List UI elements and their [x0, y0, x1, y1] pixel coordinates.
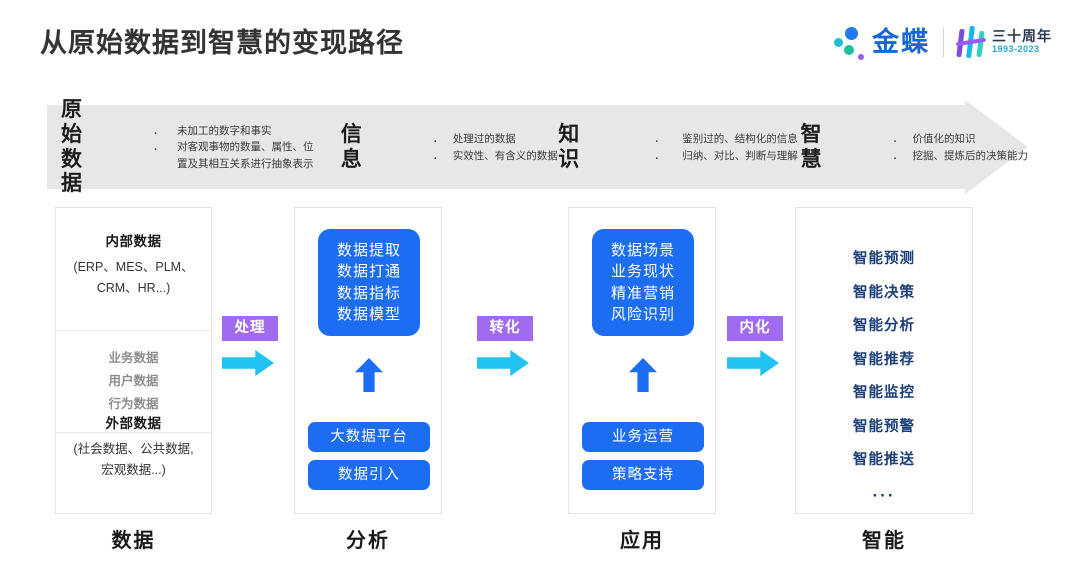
data-type-item: 业务数据 [108, 351, 159, 365]
bullet-item: 鉴别过的、结构化的信息 [644, 129, 798, 153]
column-intelligence-card [795, 207, 973, 514]
column-data-card: 内部数据 (ERP、MES、PLM、 CRM、HR...) 业务数据 用户数据 … [55, 207, 212, 514]
stage-raw-data: 原始 数据 未加工的数字和事实 对客观事物的数量、属性、位 置及其相互关系进行抽… [47, 97, 341, 196]
capability-item-ellipsis: ··· [872, 485, 896, 505]
column-label-intelligence: 智能 [862, 530, 906, 552]
logo-dot-purple-icon [858, 54, 864, 60]
capability-item: 智能监控 [853, 385, 915, 401]
capability-item: 智能决策 [853, 284, 915, 301]
capability-item: 智能推送 [853, 452, 915, 468]
anniversary-mark-icon [955, 25, 987, 59]
bullet-item: 挖掘、提炼后的决策能力 [887, 146, 1028, 170]
intelligence-capability-list: 智能预测 智能决策 智能分析 智能推荐 智能监控 智能预警 智能推送 ··· [795, 252, 973, 504]
right-arrow-icon [222, 350, 274, 376]
logo-divider [943, 27, 944, 57]
right-arrow-icon [727, 350, 779, 376]
external-data-section: 外部数据 (社会数据、公共数据, 宏观数据...) [56, 412, 211, 482]
application-pill-business-ops: 业务运营 [582, 422, 704, 452]
application-box-line: 精准营销 [610, 284, 675, 302]
capability-item: 智能预警 [853, 418, 915, 435]
stage-raw-data-heading: 原始 数据 [61, 97, 83, 196]
analysis-pill-bigdata-platform: 大数据平台 [308, 422, 430, 452]
connector-internalize: 内化 [727, 316, 783, 376]
right-arrow-icon [477, 350, 529, 376]
bullet-item: 未加工的数字和事实 [147, 121, 314, 145]
anniversary-label: 三十周年 [992, 27, 1052, 44]
analysis-pill-data-ingest: 数据引入 [308, 460, 430, 490]
bullet-item: 对客观事物的数量、属性、位 [147, 137, 314, 161]
logo-dot-cyan-icon [834, 38, 843, 47]
connector-process-badge: 处理 [222, 316, 278, 341]
analysis-box-line: 数据提取 [336, 242, 401, 259]
logo-brand-text: 金蝶 [872, 26, 930, 57]
connector-internalize-badge: 内化 [727, 316, 783, 341]
anniversary-text-block: 三十周年 1993-2023 [992, 27, 1052, 55]
application-box-line: 风险识别 [610, 305, 675, 323]
column-label-analysis: 分析 [346, 530, 390, 552]
column-label-application: 应用 [620, 530, 664, 552]
stage-wisdom: 智 慧 价值化的知识 挖掘、提炼后的决策能力 [801, 100, 1029, 195]
stage-information: 信 息 处理过的数据 实效性、有含义的数据 [341, 100, 559, 195]
logo-dot-green-icon [844, 45, 854, 55]
application-main-box: 数据场景 业务现状 精准营销 风险识别 [592, 229, 694, 337]
mark-stroke-3-icon [976, 30, 985, 58]
data-type-item: 行为数据 [108, 397, 159, 412]
internal-data-title: 内部数据 [105, 234, 162, 249]
anniversary-years: 1993-2023 [992, 44, 1040, 55]
bullet-item: 归纳、对比、判断与理解 [644, 146, 798, 170]
bullet-item: 实效性、有含义的数据 [427, 146, 558, 170]
logo-dot-blue-icon [845, 27, 858, 40]
kingdee-logo: 金蝶 三十周年 1993-2023 [832, 22, 1052, 62]
analysis-box-line: 数据打通 [336, 263, 401, 281]
stage-information-heading: 信 息 [340, 122, 363, 171]
application-pill-strategy-support: 策略支持 [582, 460, 704, 490]
application-box-line: 业务现状 [610, 263, 675, 281]
application-box-line: 数据场景 [610, 242, 675, 259]
bullet-item: 处理过的数据 [427, 129, 558, 153]
connector-process: 处理 [222, 316, 278, 376]
internal-data-section: 内部数据 (ERP、MES、PLM、 CRM、HR...) [56, 230, 211, 300]
data-types-section: 业务数据 用户数据 行为数据 [56, 330, 211, 434]
connector-transform: 转化 [477, 316, 533, 376]
bullet-item: 价值化的知识 [887, 129, 1029, 153]
column-label-data: 数据 [111, 530, 156, 552]
stage-information-bullets: 处理过的数据 实效性、有含义的数据 [387, 129, 558, 170]
external-data-subtitle: (社会数据、公共数据, 宏观数据...) [73, 442, 194, 478]
capability-item: 智能预测 [853, 251, 915, 267]
stage-knowledge-heading: 知 识 [558, 122, 581, 171]
stage-wisdom-bullets: 价值化的知识 挖掘、提炼后的决策能力 [847, 129, 1029, 170]
bullet-item-continuation: 置及其相互关系进行抽象表示 [177, 157, 314, 170]
external-data-title: 外部数据 [105, 416, 162, 431]
capability-item: 智能分析 [853, 318, 915, 334]
data-type-item: 用户数据 [108, 374, 159, 389]
stage-raw-data-bullets: 未加工的数字和事实 对客观事物的数量、属性、位 置及其相互关系进行抽象表示 [107, 121, 314, 172]
connector-transform-badge: 转化 [477, 316, 533, 341]
logo-dots-icon [832, 25, 866, 60]
analysis-box-line: 数据模型 [336, 305, 401, 323]
page-title: 从原始数据到智慧的变现路径 [40, 28, 404, 58]
capability-item: 智能推荐 [853, 351, 915, 368]
stage-wisdom-heading: 智 慧 [800, 122, 823, 171]
analysis-main-box: 数据提取 数据打通 数据指标 数据模型 [318, 229, 420, 337]
stage-banner-content: 原始 数据 未加工的数字和事实 对客观事物的数量、属性、位 置及其相互关系进行抽… [47, 97, 1029, 196]
stage-knowledge: 知 识 鉴别过的、结构化的信息 归纳、对比、判断与理解 [558, 100, 800, 195]
internal-data-subtitle: (ERP、MES、PLM、 CRM、HR...) [73, 260, 194, 296]
stage-knowledge-bullets: 鉴别过的、结构化的信息 归纳、对比、判断与理解 [604, 129, 798, 170]
analysis-box-line: 数据指标 [336, 284, 401, 302]
